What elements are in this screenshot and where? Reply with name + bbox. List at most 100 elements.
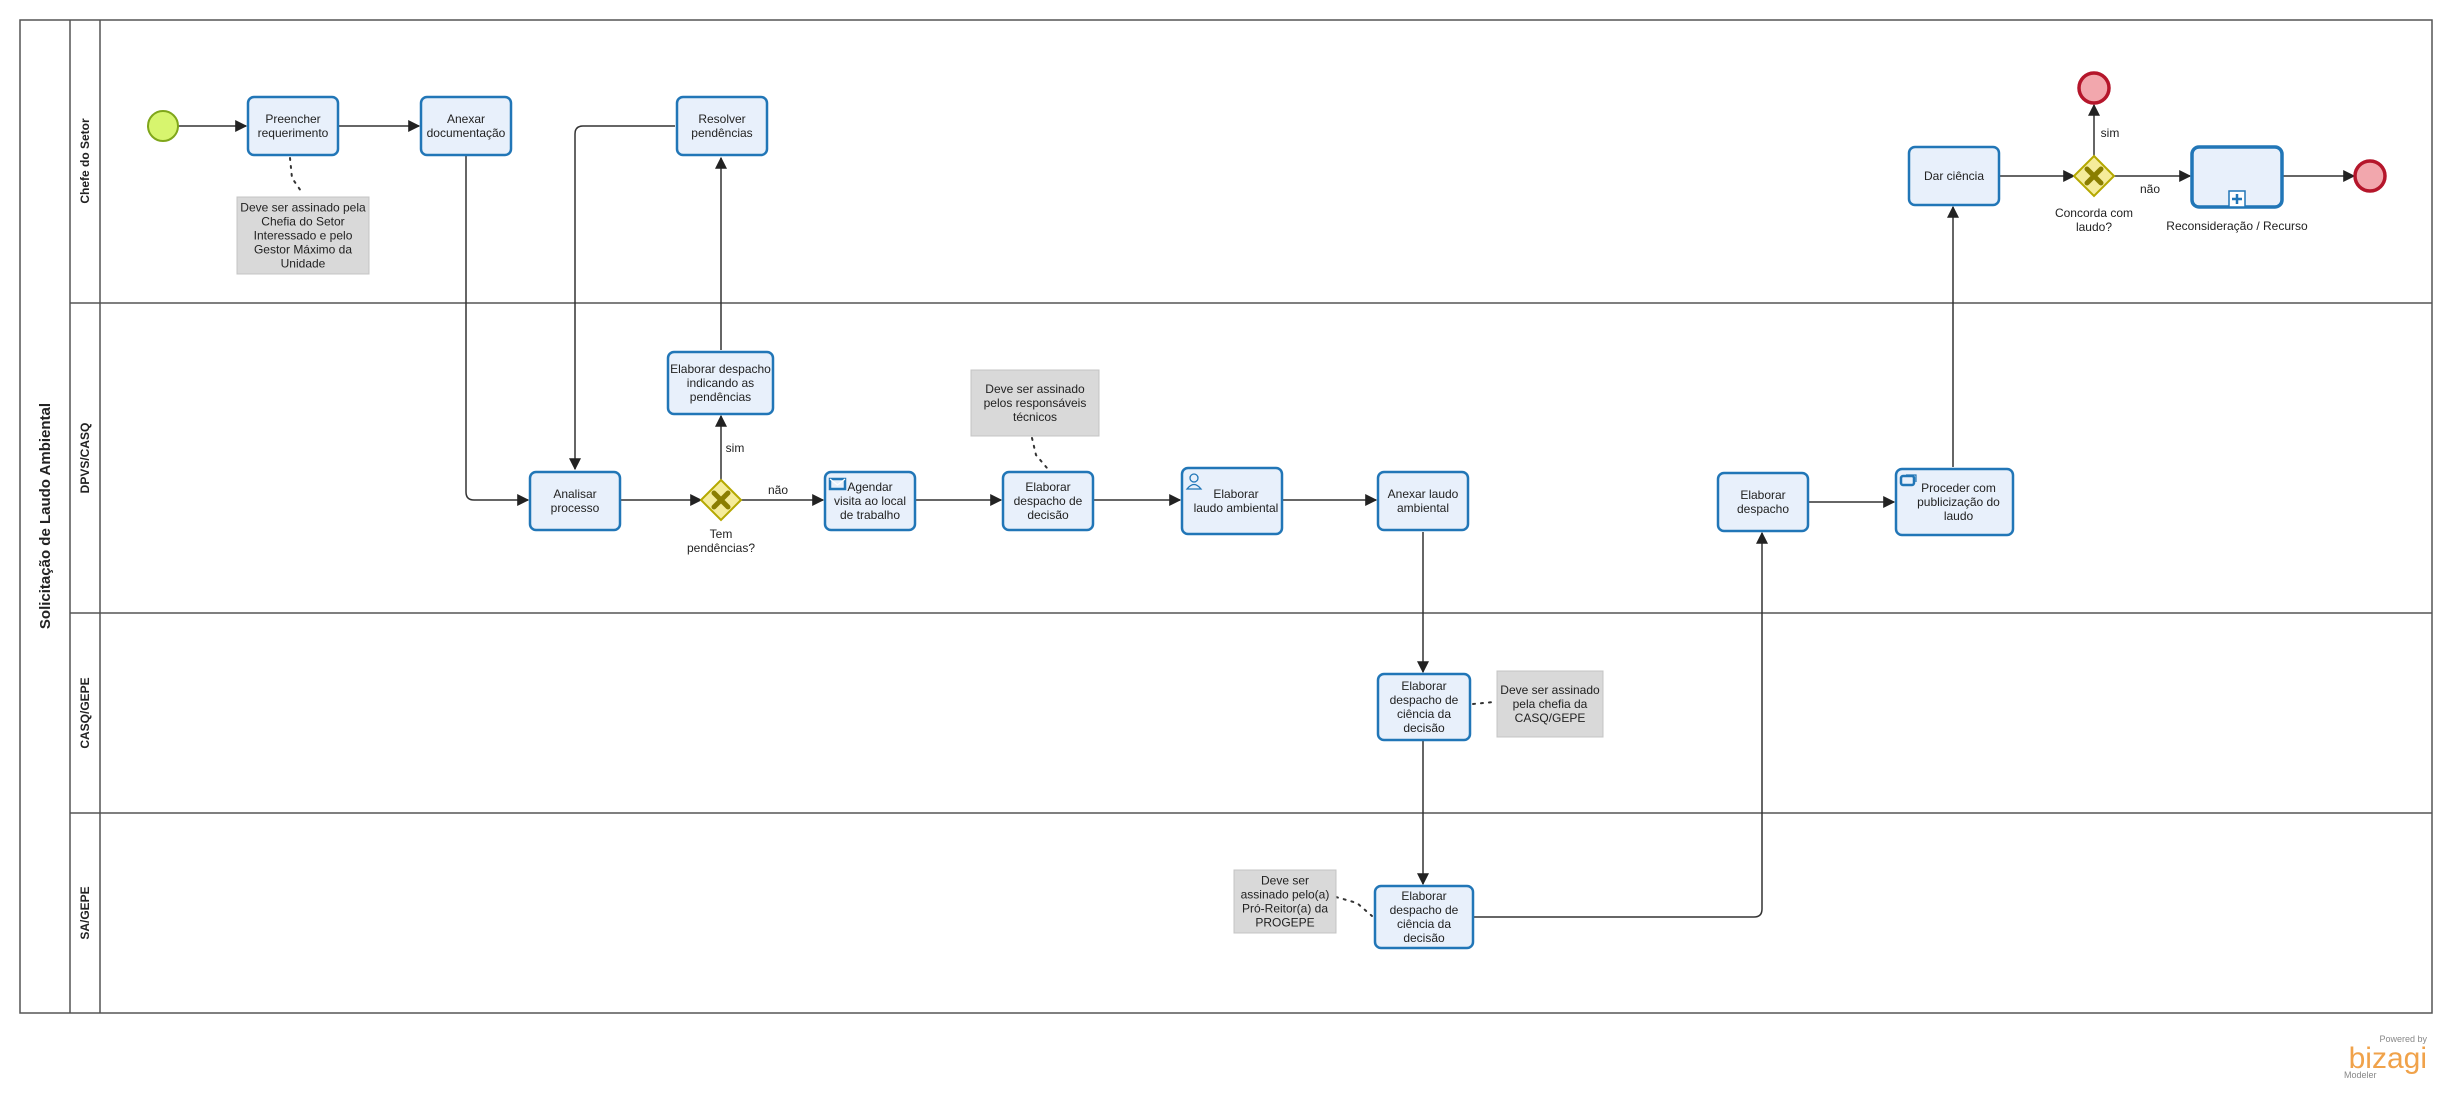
annotation-text: pela chefia da xyxy=(1513,697,1588,711)
gateway-label-text: pendências? xyxy=(687,541,755,555)
service-icon xyxy=(1899,474,1917,487)
task-dar-ciencia[interactable]: Dar ciência xyxy=(1907,145,2001,207)
annotation-text: PROGEPE xyxy=(1255,916,1314,930)
task-label: Elaborar xyxy=(1025,480,1070,494)
task-label: despacho xyxy=(1737,502,1789,516)
task-label: Elaborar xyxy=(1401,889,1446,903)
annotation-text: Deve ser xyxy=(1261,874,1309,888)
task-label: processo xyxy=(551,501,600,515)
task-label: Elaborar despacho xyxy=(670,362,771,376)
annotation-text: Gestor Máximo da xyxy=(254,243,352,257)
subprocess-reconsideracao[interactable] xyxy=(2190,145,2284,209)
task-label: Preencher xyxy=(265,112,320,126)
task-label: Elaborar xyxy=(1213,487,1258,501)
task-label: de trabalho xyxy=(840,508,900,522)
gateway-tem-pendencias[interactable] xyxy=(699,478,743,522)
lane-label-sa: SA/GEPE xyxy=(78,886,92,939)
subprocess-label: Reconsideração / Recurso xyxy=(2166,219,2308,233)
task-label: ambiental xyxy=(1397,501,1449,515)
task-label: pendências xyxy=(690,390,751,404)
sequence-flows xyxy=(178,103,2356,918)
flow-label-sim-2: sim xyxy=(2101,126,2120,140)
end-event-final[interactable] xyxy=(2353,159,2387,193)
task-label: indicando as xyxy=(687,376,754,390)
annotation-text: assinado pelo(a) xyxy=(1241,888,1330,902)
task-label: ciência da xyxy=(1397,917,1451,931)
start-event[interactable] xyxy=(147,110,179,142)
task-label: ciência da xyxy=(1397,707,1451,721)
exclusive-x-icon xyxy=(711,490,731,510)
pool-title: Solicitação de Laudo Ambiental xyxy=(37,403,54,629)
annotation-text: CASQ/GEPE xyxy=(1515,711,1586,725)
task-label: despacho de xyxy=(1390,903,1459,917)
task-label: decisão xyxy=(1027,508,1069,522)
task-label: despacho de xyxy=(1390,693,1459,707)
task-label: despacho de xyxy=(1014,494,1083,508)
flow-label-sim-1: sim xyxy=(726,441,745,455)
bizagi-logo: bizagi xyxy=(2349,1042,2427,1075)
lane-label-chefe: Chefe do Setor xyxy=(78,118,92,204)
annotation-text: Deve ser assinado pela xyxy=(240,201,366,215)
exclusive-x-icon xyxy=(2084,166,2104,186)
modeler-text: Modeler xyxy=(2344,1070,2377,1080)
task-label: decisão xyxy=(1403,721,1445,735)
gateway-label-text: Concorda com xyxy=(2055,206,2133,220)
task-label: decisão xyxy=(1403,931,1445,945)
powered-by-text: Powered by xyxy=(2379,1034,2427,1044)
pool: Solicitação de Laudo Ambiental Chefe do … xyxy=(19,19,2433,1014)
annotation-text: Pró-Reitor(a) da xyxy=(1242,902,1328,916)
end-event-agree[interactable] xyxy=(2077,71,2111,105)
annotation-text: Deve ser assinado xyxy=(1500,683,1600,697)
task-label: Proceder com xyxy=(1921,481,1996,495)
annotation-text: técnicos xyxy=(1013,410,1057,424)
task-label: documentação xyxy=(427,126,506,140)
user-icon xyxy=(1185,473,1203,490)
task-label: Agendar xyxy=(847,480,892,494)
task-label: laudo ambiental xyxy=(1194,501,1279,515)
task-label: Elaborar xyxy=(1740,488,1785,502)
annotation-text: pelos responsáveis xyxy=(984,396,1087,410)
envelope-icon xyxy=(828,477,847,491)
task-label: laudo xyxy=(1944,509,1974,523)
task-label: requerimento xyxy=(258,126,329,140)
task-label: pendências xyxy=(691,126,752,140)
task-label: visita ao local xyxy=(834,494,906,508)
task-label: Resolver xyxy=(698,112,745,126)
associations xyxy=(289,157,1495,917)
task-label: Analisar xyxy=(553,487,596,501)
annotation-text: Chefia do Setor xyxy=(261,215,344,229)
task-label: Anexar xyxy=(447,112,485,126)
annotation-text: Deve ser assinado xyxy=(985,382,1085,396)
task-label: Anexar laudo xyxy=(1388,487,1459,501)
gateway-concorda[interactable] xyxy=(2072,154,2116,198)
lane-label-dpvs: DPVS/CASQ xyxy=(78,423,92,494)
bizagi-watermark: Powered by bizagi Modeler xyxy=(2344,1034,2427,1080)
gateway-label-text: Tem xyxy=(710,527,733,541)
annotation-text: Interessado e pelo xyxy=(254,229,353,243)
lane-label-casq: CASQ/GEPE xyxy=(78,677,92,748)
gateway-label-text: laudo? xyxy=(2076,220,2112,234)
task-label: publicização do xyxy=(1917,495,2000,509)
